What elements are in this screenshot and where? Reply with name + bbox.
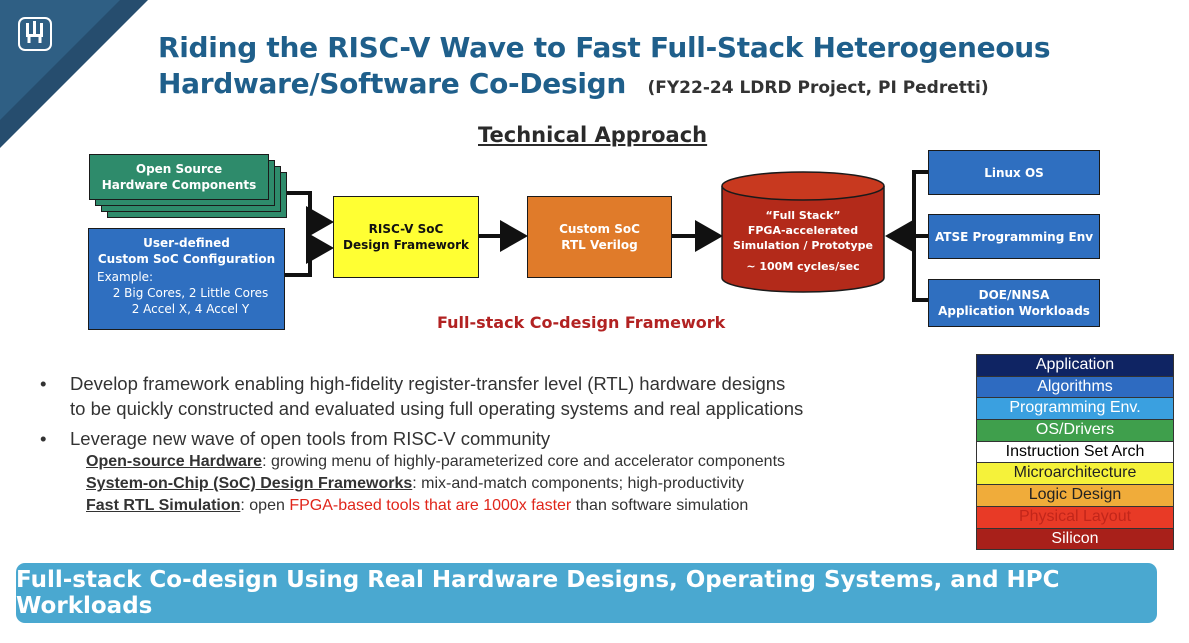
- riscv-line1: RISC-V SoC: [368, 222, 444, 236]
- sub-bullet-2-head: System-on-Chip (SoC) Design Frameworks: [86, 475, 413, 492]
- fullstack-line4: ~ 100M cycles/sec: [746, 260, 860, 273]
- sub-bullet-1-head: Open-source Hardware: [86, 453, 263, 470]
- sub-bullet-3-rest: than software simulation: [571, 497, 749, 514]
- doe-nnsa-workloads-box: DOE/NNSA Application Workloads: [928, 279, 1100, 327]
- open-source-line2: Hardware Components: [101, 178, 257, 192]
- arrow-user-defined-to-riscv: [285, 232, 334, 277]
- sandia-thunderbird-icon: [26, 21, 43, 43]
- custom-soc-rtl-verilog-box: Custom SoC RTL Verilog: [527, 196, 672, 278]
- fullstack-line2: FPGA-accelerated: [747, 224, 859, 237]
- example-line1: 2 Big Cores, 2 Little Cores: [112, 286, 269, 300]
- full-stack-text: “Full Stack” FPGA-accelerated Simulation…: [724, 208, 882, 274]
- custom-line1: Custom SoC: [559, 222, 640, 236]
- full-stack-cylinder: [721, 171, 885, 293]
- stack-layer: Silicon: [977, 528, 1173, 550]
- sub-bullet-3-highlight: FPGA-based tools that are 1000x faster: [289, 497, 572, 514]
- arrow-linux-connector: [912, 170, 928, 236]
- doe-line2: Application Workloads: [938, 304, 1090, 318]
- bullet-2: Leverage new wave of open tools from RIS…: [40, 426, 970, 451]
- open-source-hardware-box: Open Source Hardware Components: [89, 154, 269, 200]
- stack-layer: Programming Env.: [977, 398, 1173, 421]
- bullet-1: Develop framework enabling high-fidelity…: [40, 371, 970, 421]
- bullet-list: Develop framework enabling high-fidelity…: [40, 371, 970, 517]
- stack-layer: Logic Design: [977, 485, 1173, 507]
- stack-layer: Microarchitecture: [977, 463, 1173, 486]
- sub-bullet-2-rest: : mix-and-match components; high-product…: [412, 475, 744, 492]
- stack-layer: Algorithms: [977, 376, 1173, 399]
- example-line2: 2 Accel X, 4 Accel Y: [131, 302, 250, 316]
- bullet-1-line2: to be quickly constructed and evaluated …: [70, 398, 804, 419]
- custom-line2: RTL Verilog: [561, 238, 638, 252]
- framework-label: Full-stack Co-design Framework: [437, 313, 726, 332]
- sub-bullet-open-source: Open-source Hardware: growing menu of hi…: [86, 451, 970, 473]
- open-source-line1: Open Source: [135, 162, 223, 176]
- stack-layer: Application: [977, 355, 1173, 377]
- sub-bullet-fast-rtl: Fast RTL Simulation: open FPGA-based too…: [86, 495, 970, 517]
- riscv-line2: Design Framework: [343, 238, 469, 252]
- doe-line1: DOE/NNSA: [978, 288, 1050, 302]
- bullet-1-line1: Develop framework enabling high-fidelity…: [70, 373, 786, 394]
- user-defined-line2: Custom SoC Configuration: [97, 252, 276, 266]
- user-defined-config-box: User-defined Custom SoC Configuration Ex…: [88, 228, 285, 330]
- sandia-logo-icon: [18, 17, 52, 51]
- title-line-2: Hardware/Software Co-Design: [158, 67, 627, 100]
- sub-bullet-3-mid: : open: [240, 497, 290, 514]
- arrow-doe-connector: [912, 236, 928, 302]
- stack-layer: Physical Layout: [977, 506, 1173, 529]
- technical-approach-heading: Technical Approach: [478, 123, 708, 147]
- title-line-1: Riding the RISC-V Wave to Fast Full-Stac…: [158, 31, 1051, 64]
- stack-layer: OS/Drivers: [977, 420, 1173, 442]
- bottom-banner: Full-stack Co-design Using Real Hardware…: [16, 563, 1157, 623]
- fullstack-line3: Simulation / Prototype: [733, 239, 873, 252]
- fullstack-line1: “Full Stack”: [765, 209, 841, 222]
- user-defined-line1: User-defined: [143, 236, 230, 250]
- title-subtitle: (FY22-24 LDRD Project, PI Pedretti): [647, 78, 989, 98]
- sub-bullet-3-head: Fast RTL Simulation: [86, 497, 241, 514]
- arrow-open-source-to-riscv: [285, 191, 334, 238]
- example-label: Example:: [97, 270, 154, 284]
- sub-bullet-1-rest: : growing menu of highly-parameterized c…: [262, 453, 786, 470]
- stack-layer: Instruction Set Arch: [977, 441, 1173, 464]
- slide-title: Riding the RISC-V Wave to Fast Full-Stac…: [158, 30, 1158, 106]
- riscv-soc-design-framework-box: RISC-V SoC Design Framework: [333, 196, 479, 278]
- sub-bullet-soc-frameworks: System-on-Chip (SoC) Design Frameworks: …: [86, 473, 970, 495]
- atse-programming-env-box: ATSE Programming Env: [928, 214, 1100, 259]
- linux-os-box: Linux OS: [928, 150, 1100, 195]
